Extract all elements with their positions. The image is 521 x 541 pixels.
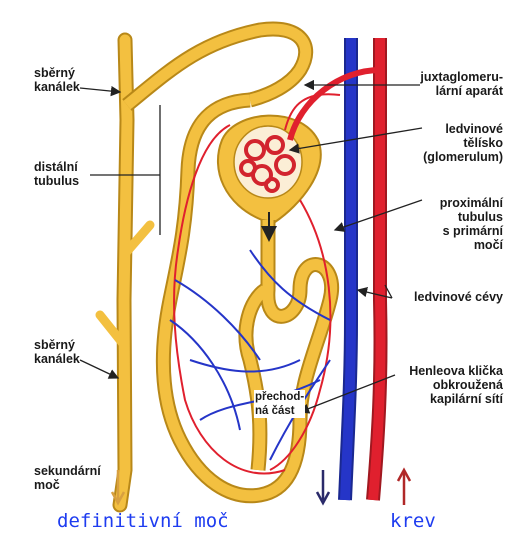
caption-blood: krev <box>390 510 436 532</box>
caption-definitive-urine: definitivní moč <box>57 510 229 532</box>
label-collecting-duct-top: sběrný kanálek <box>34 66 80 94</box>
glomerular-capsule <box>218 116 321 222</box>
label-transition-part: přechod- ná část <box>254 390 305 418</box>
label-secondary-urine: sekundární moč <box>34 464 101 492</box>
proximal-tubule-loop <box>246 220 332 470</box>
renal-vein <box>345 38 351 500</box>
label-distal-tubule: distální tubulus <box>34 160 79 188</box>
label-henle-loop: Henleova klička obkroužená kapilární sít… <box>409 364 503 406</box>
label-renal-corpuscle: ledvinové tělísko (glomerulum) <box>423 122 503 164</box>
label-renal-vessels: ledvinové cévy <box>414 290 503 304</box>
label-juxtaglomerular-apparatus: juxtaglomeru- lární aparát <box>420 70 503 98</box>
label-proximal-tubule: proximální tubulus s primární močí <box>440 196 503 252</box>
label-collecting-duct-bottom: sběrný kanálek <box>34 338 80 366</box>
